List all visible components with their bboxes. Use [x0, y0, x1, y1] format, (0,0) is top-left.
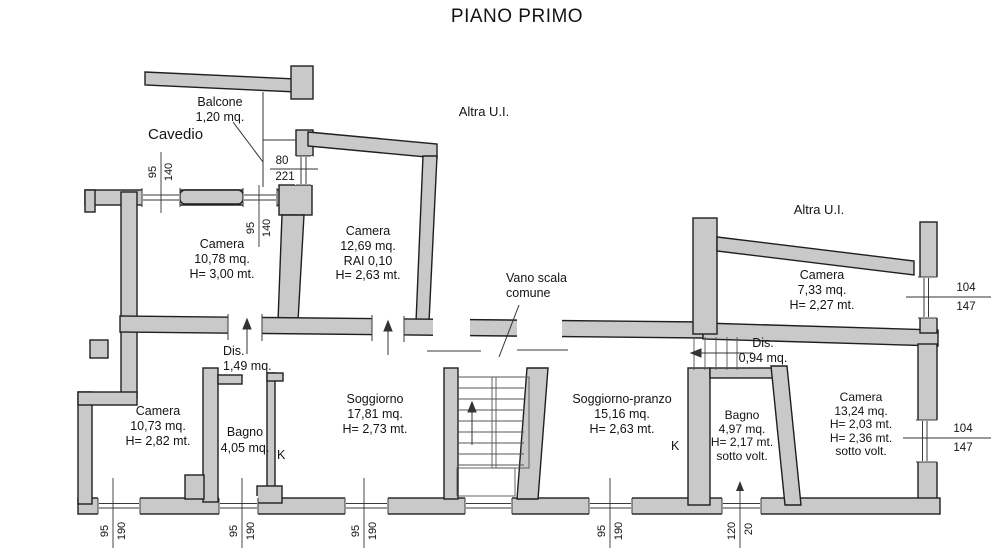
wall-window-sill-block — [179, 189, 244, 205]
dimension-arrowhead — [736, 481, 744, 491]
room-label-dis-est: Dis. 0,94 mq. — [738, 336, 788, 365]
kitchen-mark-left: K — [277, 448, 286, 462]
dim-top-window-a-width: 95 — [147, 165, 159, 179]
page-title: PIANO PRIMO — [450, 6, 584, 27]
dim-bottom-window-c-height: 190 — [367, 521, 379, 541]
wall-balcony-block — [290, 65, 314, 100]
wall-corridor-band — [119, 315, 704, 339]
room-label-camera-nord: Camera 10,78 mq. H= 3,00 mt. — [189, 237, 255, 281]
dimension-lines — [112, 152, 991, 548]
dim-right-window-a-width: 104 — [956, 282, 976, 294]
door-arrows — [242, 317, 753, 445]
label-altra-ui-top: Altra U.I. — [458, 104, 510, 119]
dim-bottom-window-d-height: 190 — [613, 521, 625, 541]
balcone-leader — [232, 121, 264, 163]
wall-bagno-camera-est — [770, 365, 802, 506]
room-label-balcone: Balcone 1,20 mq. — [195, 95, 245, 124]
wall-thin-nub — [266, 372, 284, 382]
wall-camera-right-top — [716, 236, 915, 276]
wall-corner-block-left — [89, 339, 109, 359]
wall-stair-left — [443, 367, 459, 500]
wall-stair-right — [516, 367, 549, 500]
wall-bagno-est-top — [709, 367, 776, 379]
dim-top-window-a-height: 140 — [163, 162, 175, 182]
wall-stub-left — [84, 189, 96, 213]
balcony-edge-line — [262, 92, 296, 187]
room-label-bagno-est: Bagno 4,97 mq. H= 2,17 mt. sotto volt. — [710, 408, 774, 463]
staircase — [456, 337, 738, 497]
wall-camera-est-top — [307, 131, 438, 159]
room-label-camera-est: Camera 12,69 mq. RAI 0,10 H= 2,63 mt. — [335, 224, 401, 283]
room-label-cavedio: Cavedio — [148, 126, 204, 143]
dim-bottom-window-c-width: 95 — [350, 524, 362, 538]
wall-e-corner-block — [278, 184, 313, 216]
vano-scala-leader — [498, 304, 520, 358]
dim-bottom-window-b-width: 95 — [228, 524, 240, 538]
dim-bottom-window-b-height: 190 — [245, 521, 257, 541]
room-label-camera-right-top: Camera 7,33 mq. H= 2,27 mt. — [789, 268, 855, 312]
wall-partition-soggiorno-bagno — [687, 367, 711, 506]
wall-outer-left-lower — [77, 391, 93, 505]
dim-top-window-b-height: 140 — [261, 218, 273, 238]
dim-top-window-b-width: 95 — [245, 221, 257, 235]
window-lines — [97, 155, 937, 514]
label-altra-ui-right: Altra U.I. — [793, 202, 845, 217]
wall-partition-hook — [217, 374, 243, 385]
room-label-bagno-ovest: Bagno 4,05 mq. — [220, 425, 270, 456]
dim-balcony-opening-width: 80 — [275, 155, 289, 167]
dim-right-window-b-width: 104 — [953, 423, 973, 435]
wall-e-column — [277, 214, 305, 322]
dim-right-window-b-height: 147 — [953, 442, 973, 454]
dim-balcony-opening-height: 221 — [275, 171, 295, 183]
room-label-dis-ovest: Dis. 1,49 mq. — [223, 344, 272, 373]
room-label-camera-sud-est: Camera 13,24 mq. H= 2,03 mt. H= 2,36 mt.… — [829, 390, 893, 459]
wall-partition-camera-bagno — [202, 367, 219, 503]
wall-partition-foot — [184, 474, 205, 500]
dim-bottom-window-a-width: 95 — [99, 524, 111, 538]
room-label-vano-scala: Vano scala comune — [506, 271, 567, 300]
wall-step-left — [77, 391, 138, 406]
leader-lines — [232, 92, 520, 358]
wall-balcony-bar — [144, 71, 298, 93]
dim-bottom-window-e-height: 20 — [743, 522, 755, 536]
room-label-soggiorno: Soggiorno 17,81 mq. H= 2,73 mt. — [342, 392, 408, 436]
dim-right-window-a-height: 147 — [956, 301, 976, 313]
dim-bottom-window-e-width: 120 — [726, 521, 738, 541]
wall-left-upper — [120, 191, 138, 399]
room-label-camera-sud-ovest: Camera 10,73 mq. H= 2,82 mt. — [125, 404, 191, 448]
room-label-soggiorno-pranzo: Soggiorno-pranzo 15,16 mq. H= 2,63 mt. — [572, 392, 672, 436]
wall-right-apartment-left — [692, 217, 718, 335]
wall-camera-est-right — [415, 155, 438, 323]
kitchen-mark-right: K — [671, 439, 680, 453]
dim-bottom-window-d-width: 95 — [596, 524, 608, 538]
wall-thin-foot — [256, 485, 283, 504]
dim-bottom-window-a-height: 190 — [116, 521, 128, 541]
